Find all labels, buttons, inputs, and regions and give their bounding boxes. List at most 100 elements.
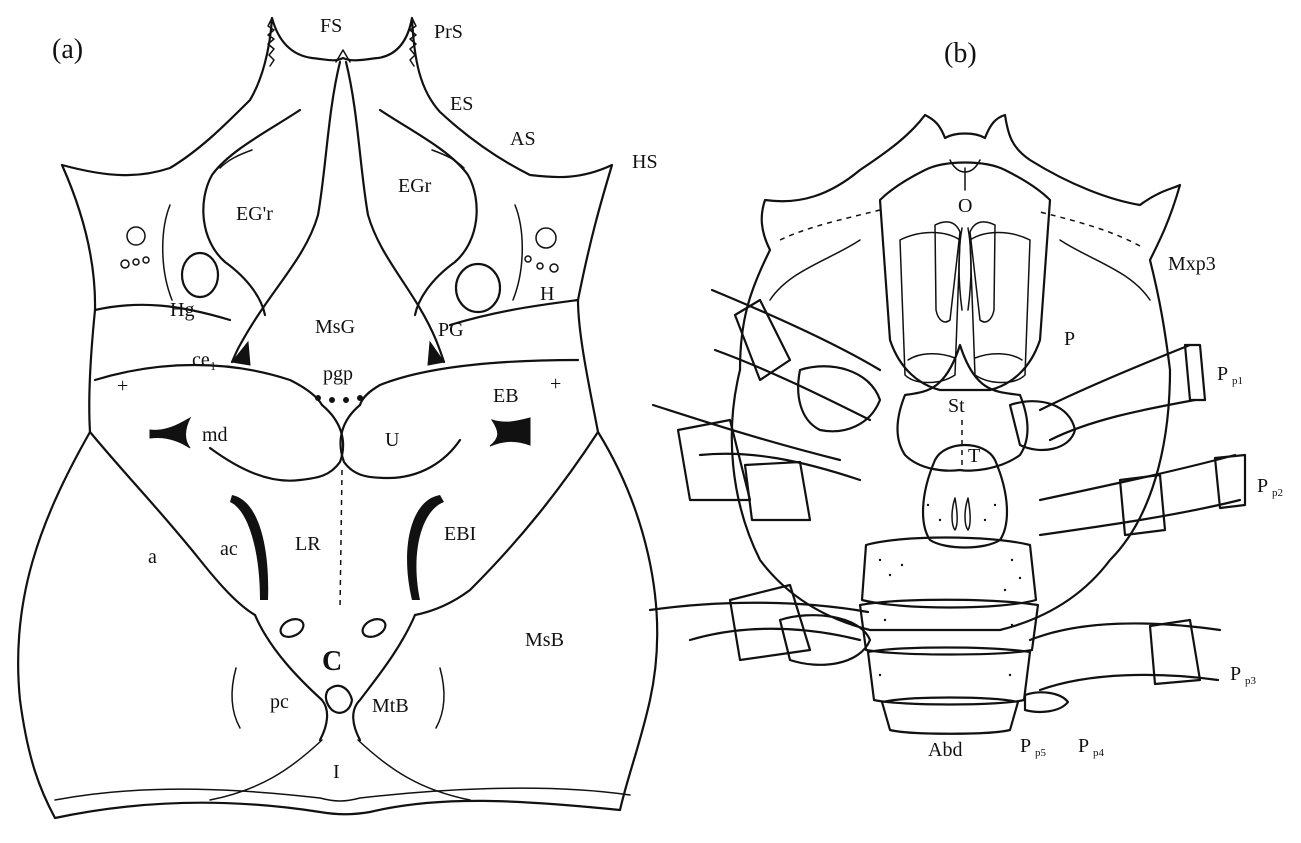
label-Pp4-sub: p4 xyxy=(1093,747,1105,759)
label-AS: AS xyxy=(510,128,536,150)
branchial-line-left xyxy=(95,365,322,405)
label-Hg: Hg xyxy=(170,299,194,321)
label-EGr-right: EGr xyxy=(398,175,432,197)
label-H: H xyxy=(540,283,554,305)
label-C: C xyxy=(322,646,342,677)
label-HS: HS xyxy=(632,151,658,173)
label-MsB: MsB xyxy=(525,629,564,651)
ventral-dashed-left xyxy=(780,210,880,240)
pit-right-3 xyxy=(550,264,558,272)
label-FS: FS xyxy=(320,15,342,37)
urogastric-right xyxy=(341,405,460,478)
pit-left-2 xyxy=(133,259,139,265)
pit-left-large xyxy=(127,227,145,245)
epigastric-right xyxy=(380,110,477,315)
pgp-dot-4 xyxy=(358,396,363,401)
abdomen-telson xyxy=(923,445,1007,548)
pit-right-1 xyxy=(525,256,531,262)
telson-mark-2 xyxy=(965,498,970,530)
label-Pp1: P xyxy=(1217,363,1228,385)
posterior-right xyxy=(358,740,470,800)
pit-right-2 xyxy=(537,263,543,269)
label-ce1: ce₁ xyxy=(192,349,217,371)
label-pgp: pgp xyxy=(323,363,353,385)
label-LR: LR xyxy=(295,533,321,555)
label-PG: PG xyxy=(438,319,464,341)
pgp-dot-1 xyxy=(316,396,321,401)
label-I: I xyxy=(333,761,340,783)
label-ES: ES xyxy=(450,93,473,115)
branchial-line-right xyxy=(360,360,578,405)
hepatic-line-right xyxy=(513,205,522,300)
panel-a-labels: (a) FS PrS ES AS HS EG'r EGr MsG Hg H PG… xyxy=(52,15,658,783)
hepatic-oval-left xyxy=(182,253,218,297)
stipple xyxy=(879,504,1021,676)
label-O: O xyxy=(958,195,972,217)
cardiac-drop xyxy=(326,686,352,713)
hepatic-oval-right xyxy=(456,264,500,312)
panel-a-drawing xyxy=(18,18,657,818)
label-St: St xyxy=(948,395,965,417)
label-MtB: MtB xyxy=(372,695,409,717)
label-Pp4: P xyxy=(1078,735,1089,757)
label-pc: pc xyxy=(270,691,289,713)
label-U: U xyxy=(385,429,400,451)
panel-b-tag: (b) xyxy=(944,38,977,69)
label-Pp2: P xyxy=(1257,475,1268,497)
hepatic-line-left xyxy=(163,205,172,300)
panel-b-drawing xyxy=(650,115,1245,734)
panel-a-tag: (a) xyxy=(52,34,83,65)
cardiac-left xyxy=(255,615,327,740)
label-Pp1-sub: p1 xyxy=(1232,375,1243,387)
label-plus-left: + xyxy=(117,375,128,397)
cardiac-oval-left xyxy=(278,616,307,641)
label-Pp5-sub: p5 xyxy=(1035,747,1047,759)
pit-left-1 xyxy=(121,260,129,268)
abdomen-seg-1 xyxy=(862,538,1036,608)
label-Pp3: P xyxy=(1230,663,1241,685)
label-T: T xyxy=(968,445,980,467)
md-mark-left xyxy=(150,418,190,448)
branchial-lower-left xyxy=(90,432,255,615)
label-EB: EB xyxy=(493,385,519,407)
pgp-dot-2 xyxy=(330,398,335,403)
label-P: P xyxy=(1064,328,1075,350)
mtb-bracket xyxy=(436,668,444,728)
cervical-groove-right xyxy=(450,300,578,325)
cervical-groove-left xyxy=(95,305,230,320)
label-ac: ac xyxy=(220,538,238,560)
label-Pp2-sub: p2 xyxy=(1272,487,1283,499)
pc-bracket xyxy=(232,668,240,728)
legs-right xyxy=(1010,345,1245,712)
posterior-left xyxy=(210,740,322,800)
abdomen-seg-3 xyxy=(868,648,1030,705)
telson-mark-1 xyxy=(952,498,957,530)
label-PrS: PrS xyxy=(434,21,463,43)
label-plus-right: + xyxy=(550,373,561,395)
label-Pp5: P xyxy=(1020,735,1031,757)
urogastric-left xyxy=(210,405,343,481)
label-a: a xyxy=(148,546,157,568)
label-Mxp3: Mxp3 xyxy=(1168,253,1216,275)
md-mark-right xyxy=(490,418,530,446)
label-Pp3-sub: p3 xyxy=(1245,675,1257,687)
label-md: md xyxy=(202,424,228,446)
legs-left xyxy=(650,290,880,665)
cardiac-oval-right xyxy=(360,616,389,641)
label-MsG: MsG xyxy=(315,316,355,338)
posterior-margin xyxy=(55,788,630,801)
label-EBI: EBI xyxy=(444,523,476,545)
carapace-outline xyxy=(18,18,657,818)
lr-dashed-line xyxy=(340,470,342,610)
ventral-dashed-right xyxy=(1040,212,1140,246)
pgp-dot-3 xyxy=(344,398,349,403)
label-Abd: Abd xyxy=(928,739,962,761)
median-groove-right xyxy=(346,62,444,362)
label-EGr-left: EG'r xyxy=(236,203,273,225)
panel-b-labels: (b) O Mxp3 P St T P p1 P p2 P p3 P p4 P … xyxy=(928,38,1283,761)
pit-left-3 xyxy=(143,257,149,263)
arc-EBI xyxy=(407,495,444,600)
pit-right-large xyxy=(536,228,556,248)
